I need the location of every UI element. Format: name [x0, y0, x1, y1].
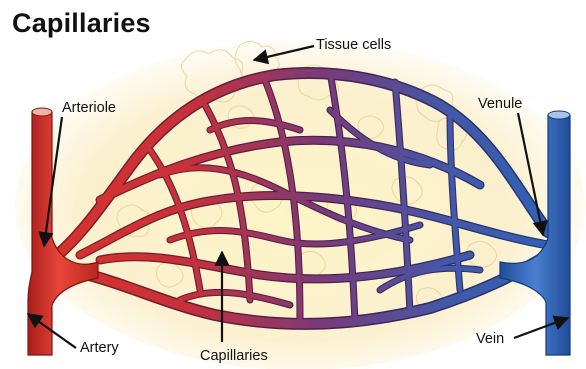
capillaries-label: Capillaries	[200, 349, 268, 364]
vein-label: Vein	[476, 332, 504, 347]
venule-label: Venule	[478, 97, 522, 112]
vein-opening	[548, 111, 570, 119]
page-title: Capillaries	[12, 10, 151, 37]
artery-opening	[32, 108, 52, 116]
arteriole-label: Arteriole	[62, 101, 116, 116]
artery-label: Artery	[80, 341, 119, 356]
tissue-cells-label: Tissue cells	[316, 38, 391, 53]
